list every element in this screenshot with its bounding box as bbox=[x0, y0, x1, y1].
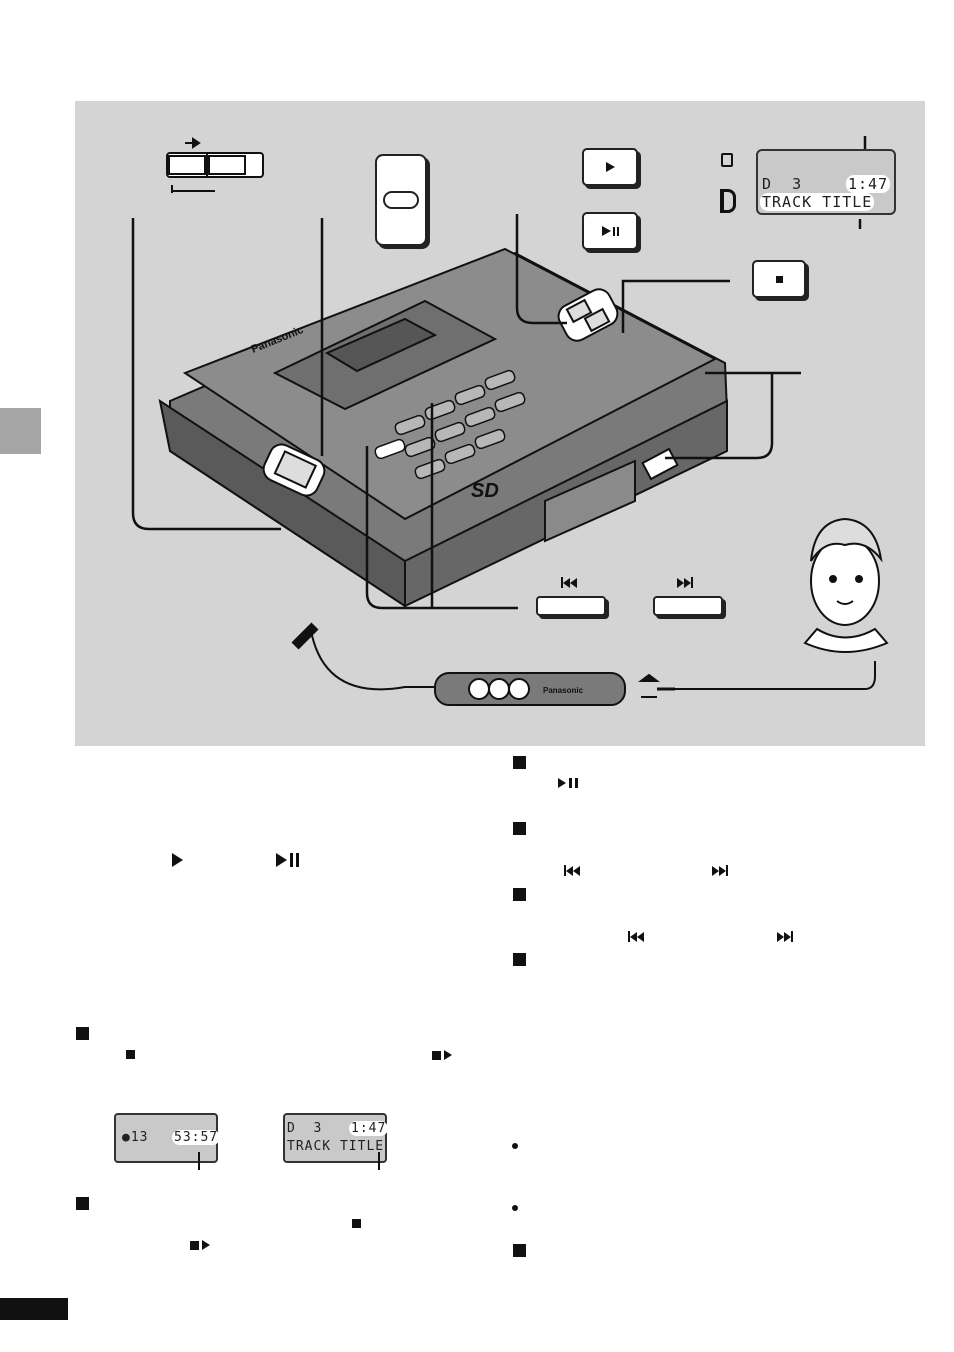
section-marker-1 bbox=[513, 756, 526, 769]
player-illustration: Panasonic Panasonic SD D bbox=[75, 101, 925, 746]
disc-d-icon bbox=[720, 189, 736, 213]
stop-play-symbol-2 bbox=[190, 1240, 210, 1250]
skip-forward-symbol-1 bbox=[712, 865, 728, 876]
lcd-track-title: TRACK TITLE bbox=[760, 193, 875, 211]
lcd-small-time: 1:47 bbox=[349, 1121, 389, 1136]
stop-key bbox=[752, 260, 806, 298]
section-marker-5 bbox=[513, 1244, 526, 1257]
lcd-small-track: D 3 bbox=[287, 1121, 323, 1136]
leader-lines bbox=[131, 136, 867, 610]
section-marker-3 bbox=[513, 888, 526, 901]
bullet-1 bbox=[512, 1143, 518, 1149]
listener-illustration bbox=[803, 517, 889, 653]
earphone-cable bbox=[291, 622, 876, 691]
remaining-time-lcd: ●13 53:57 bbox=[114, 1113, 221, 1163]
play-pause-symbol-left bbox=[276, 853, 299, 867]
section-marker-left-2 bbox=[76, 1197, 89, 1210]
lcd-pointer-right bbox=[378, 1152, 380, 1170]
lcd-total-time: 53:57 bbox=[172, 1130, 221, 1145]
lcd-disc-count: ●13 bbox=[122, 1130, 149, 1145]
skip-back-symbol-2 bbox=[628, 931, 644, 942]
sd-logo: SD bbox=[471, 480, 499, 502]
play-key bbox=[582, 148, 638, 186]
skip-forward-symbol-2 bbox=[777, 931, 793, 942]
track-lcd: D 3 1:47 TRACK TITLE bbox=[283, 1113, 389, 1163]
skip-forward-icon bbox=[677, 577, 693, 588]
stop-play-symbol bbox=[432, 1050, 452, 1060]
section-marker-4 bbox=[513, 953, 526, 966]
section-marker-left-1 bbox=[76, 1027, 89, 1040]
hold-slider-key bbox=[375, 154, 427, 246]
main-lcd: D 3 1:47 TRACK TITLE bbox=[756, 149, 896, 215]
remote-brand: Panasonic bbox=[543, 686, 584, 695]
keypad bbox=[374, 369, 526, 480]
remote-control bbox=[434, 672, 675, 706]
skip-back-key bbox=[536, 596, 606, 616]
player-drawing: Panasonic Panasonic SD bbox=[131, 136, 889, 706]
section-tab bbox=[0, 408, 41, 454]
page-number-bar bbox=[0, 1298, 68, 1320]
lcd-small-title: TRACK TITLE bbox=[287, 1139, 385, 1154]
lcd-pointer-left bbox=[198, 1152, 200, 1170]
skip-back-symbol-1 bbox=[564, 865, 580, 876]
lcd-track-number: D 3 bbox=[762, 175, 803, 193]
side-button-group bbox=[262, 288, 679, 497]
play-symbol bbox=[172, 853, 183, 867]
lcd-time: 1:47 bbox=[846, 175, 891, 193]
skip-back-icon bbox=[561, 577, 577, 588]
section-marker-2 bbox=[513, 822, 526, 835]
play-pause-key bbox=[582, 212, 638, 250]
battery-icon bbox=[721, 153, 733, 167]
skip-forward-key bbox=[653, 596, 723, 616]
stop-symbol bbox=[126, 1050, 135, 1059]
play-pause-symbol bbox=[558, 778, 578, 788]
stop-symbol-2 bbox=[352, 1219, 361, 1228]
hold-switch-detail bbox=[166, 137, 264, 193]
bullet-2 bbox=[512, 1205, 518, 1211]
